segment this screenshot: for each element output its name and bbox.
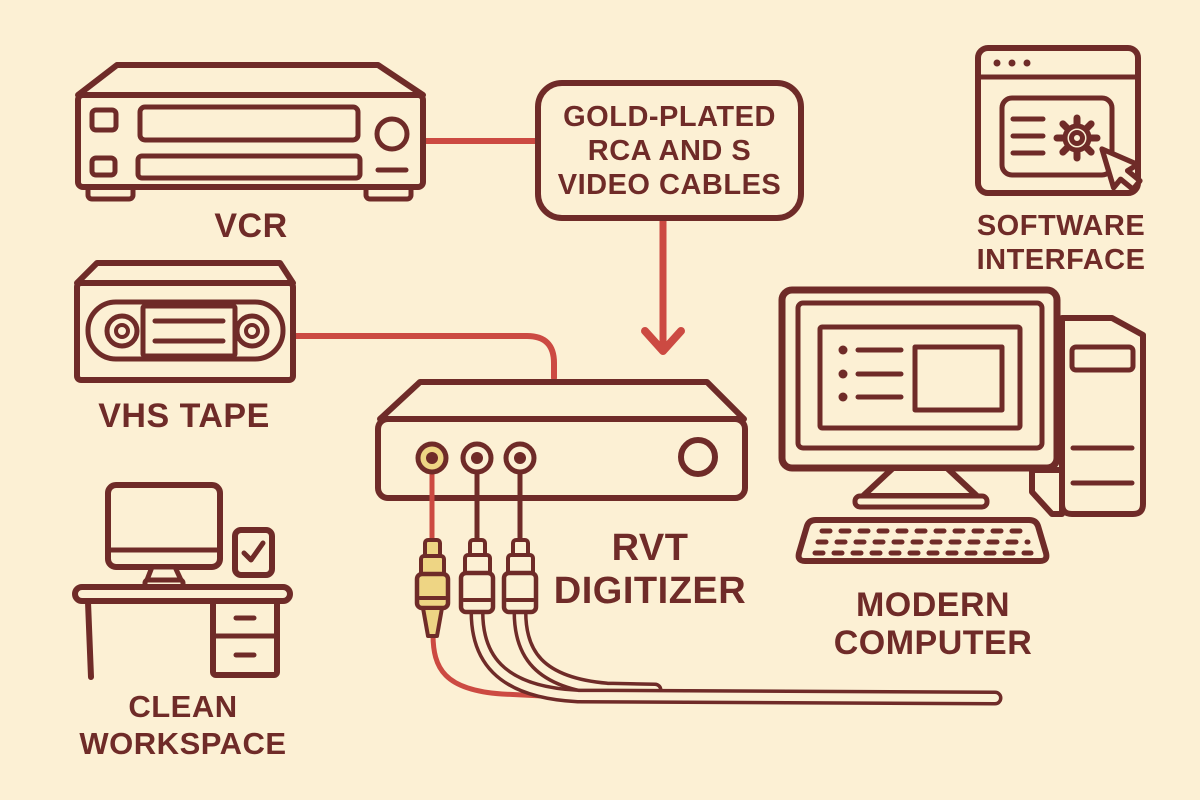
power-indicator	[678, 437, 718, 477]
modern-computer-label: MODERN COMPUTER	[833, 586, 1033, 662]
rvt-digitizer-icon	[375, 379, 748, 549]
keyboard	[795, 517, 1050, 564]
rca-plug-white-1	[458, 538, 496, 615]
rvt-digitizer-label: RVT DIGITIZER	[553, 527, 747, 612]
clean-workspace-icon	[72, 482, 293, 680]
cable-callout-label: GOLD-PLATED RCA AND S VIDEO CABLES	[557, 100, 782, 201]
cable-red	[430, 631, 565, 700]
software-interface-label: SOFTWARE INTERFACE	[976, 210, 1146, 276]
window-dot	[1008, 59, 1016, 67]
vcr-label: VCR	[214, 207, 288, 245]
monitor-stand	[860, 465, 980, 499]
connector-vhs-to-digitizer	[290, 333, 557, 381]
drive-bay	[1069, 344, 1136, 373]
callout-box	[535, 80, 804, 221]
vcr-eject-button	[89, 155, 118, 178]
desk-leg	[85, 599, 94, 680]
vcr-top-face	[75, 62, 426, 98]
window-dot	[993, 59, 1001, 67]
rca-plug-white-2	[501, 538, 539, 615]
arrowhead	[641, 327, 685, 355]
vcr-power-button	[89, 107, 119, 133]
vhs-label-sticker	[140, 303, 238, 359]
vhs-tape-label: VHS TAPE	[98, 397, 270, 435]
rca-cables	[430, 604, 1003, 706]
desk-top	[72, 584, 293, 604]
window-dot	[1023, 59, 1031, 67]
monitor-base	[852, 493, 990, 510]
vcr-display-slot	[135, 153, 363, 181]
vcr-knob	[374, 116, 410, 152]
connector-callout-to-digitizer-arrow	[641, 214, 685, 355]
content-panel	[999, 95, 1115, 178]
modern-computer-icon	[778, 286, 1146, 564]
rca-plug-yellow	[414, 538, 451, 638]
software-interface-icon	[975, 45, 1143, 196]
tower	[1029, 315, 1146, 517]
digitizer-top-face	[377, 379, 747, 422]
vcr-cassette-slot	[137, 104, 361, 143]
vcr-icon	[75, 62, 426, 202]
checkmark-icon	[241, 540, 266, 563]
screen-content	[817, 324, 1023, 431]
vhs-reel-left	[104, 313, 140, 349]
clean-workspace-label: CLEAN WORKSPACE	[79, 689, 287, 761]
desk-monitor	[105, 482, 223, 570]
digitizer-front-face	[375, 416, 748, 501]
browser-window	[975, 45, 1141, 196]
monitor	[778, 286, 1061, 510]
vhs-tape-icon	[74, 260, 296, 383]
cursor-icon	[1099, 146, 1143, 192]
gear-icon	[1053, 114, 1101, 162]
video-window	[912, 344, 1005, 413]
